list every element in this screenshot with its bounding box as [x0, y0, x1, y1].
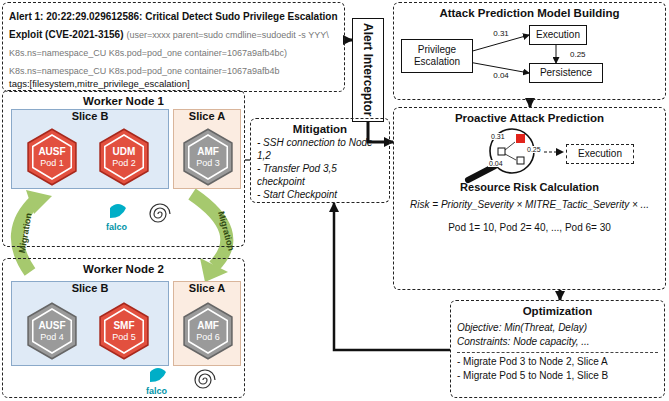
- connector-arrow: [334, 203, 450, 350]
- connector-arrow: [529, 100, 532, 107]
- section-box: OptimizationObjective: Min(Threat, Delay…: [450, 300, 665, 398]
- worker-node: Worker Node 2Slice BAUSFPod 4SMFPod 5Sli…: [2, 258, 245, 398]
- section-box: Mitigation- SSH connection to Node 1,2- …: [250, 118, 390, 203]
- logo-text: falco: [146, 386, 167, 396]
- connector-arrow: [345, 39, 352, 42]
- node-text: Pod 4: [40, 332, 64, 343]
- hexagon-outline: [182, 128, 234, 186]
- spiral-icon: [195, 370, 215, 388]
- edge-label: 0.25: [569, 50, 587, 59]
- node-title: Slice B: [12, 282, 168, 295]
- section-box: Proactive Attack PredictionResource Risk…: [393, 107, 666, 290]
- mini-arrow: [505, 154, 516, 160]
- edge-label: 0.31: [492, 29, 510, 38]
- migration-arrowhead: [26, 190, 52, 214]
- pod-hexagon: AUSFPod 1: [26, 128, 78, 186]
- alert-box: Alert 1: 20:22:29.029612586: Critical De…: [2, 2, 345, 92]
- pod-hexagon: SMFPod 5: [98, 302, 150, 360]
- node-title: AUSF: [38, 146, 65, 158]
- section-box: Attack Prediction Model BuildingPrivileg…: [393, 2, 666, 100]
- hexagon-outline: [98, 302, 150, 360]
- node-text: tags:[filesystem,mitre_privilege_escalat…: [9, 78, 338, 90]
- probability-label: 0.04: [488, 160, 504, 167]
- connector-arrow: [556, 45, 557, 63]
- node-title: Persistence: [540, 67, 592, 79]
- node-title: Proactive Attack Prediction: [400, 111, 659, 125]
- logo-text: falco: [106, 222, 127, 232]
- node-text: Pod 1: [40, 158, 64, 169]
- node-title: Slice A: [174, 282, 240, 295]
- migration-arrowhead: [200, 258, 228, 282]
- magnifier-handle: [468, 166, 495, 180]
- slice-box: Slice A AMFPod 3: [173, 109, 241, 189]
- process-box: Execution: [529, 25, 587, 45]
- node-title: AMF: [197, 320, 219, 332]
- node-title: Attack Prediction Model Building: [400, 6, 659, 20]
- pod-hexagon: AMFPod 6: [182, 302, 234, 360]
- node-text: - Migrate Pod 3 to Node 2, Slice A: [457, 352, 658, 368]
- node-text: - Start Checkpoint: [257, 188, 383, 201]
- slice-box: Slice B AUSFPod 1 UDMPod 2: [11, 109, 169, 189]
- node-title: Execution: [536, 29, 580, 41]
- hexagon-outline: [26, 128, 78, 186]
- edge-label: 0.04: [492, 71, 510, 80]
- pod-hexagon: UDMPod 2: [98, 128, 150, 186]
- node-square: [517, 157, 524, 164]
- node-text: Objective: Min(Threat, Delay): [457, 321, 658, 334]
- spiral-icon: [150, 204, 170, 222]
- pod-hexagon: AMFPod 3: [182, 128, 234, 186]
- node-title: Worker Node 2: [9, 262, 238, 276]
- node-title: Optimization: [457, 304, 658, 318]
- pod-hexagon: AUSFPod 4: [26, 302, 78, 360]
- node-text: Constraints: Node capacity, ...: [457, 335, 658, 348]
- probability-label: 0.31: [490, 133, 506, 140]
- node-title: SMF: [113, 320, 134, 332]
- node-title: Slice B: [12, 110, 168, 123]
- node-text: - Migrate Pod 5 to Node 1, Slice B: [457, 369, 658, 382]
- node-title: Worker Node 1: [9, 94, 238, 108]
- node-text: Pod 3: [196, 158, 220, 169]
- connector-arrow: [559, 290, 562, 300]
- slice-box: Slice B AUSFPod 4 SMFPod 5: [11, 281, 169, 366]
- node-title: Mitigation: [257, 122, 383, 136]
- node-title: Slice A: [174, 110, 240, 123]
- node-text: Pod 2: [112, 158, 136, 169]
- process-box: Privilege Escalation: [401, 39, 473, 73]
- node-title: UDM: [113, 146, 136, 158]
- node-text: Resource Risk Calculation: [400, 181, 659, 194]
- node-text: Pod 6: [196, 332, 220, 343]
- node-title: Execution: [578, 148, 622, 160]
- node-text: - Transfer Pod 3,5 checkpoint: [257, 162, 383, 188]
- hexagon-outline: [26, 302, 78, 360]
- probability-label: 0.25: [526, 146, 542, 153]
- predicted-box: Execution: [566, 144, 634, 164]
- node-text: Pod 1= 10, Pod 2= 40, ..., Pod 6= 30: [400, 221, 659, 234]
- node-text: Risk = Priority_Severity × MITRE_Tactic_…: [400, 198, 659, 211]
- falco-icon: [110, 204, 126, 218]
- hexagon-outline: [182, 302, 234, 360]
- node-text: Pod 5: [112, 332, 136, 343]
- node-square: [516, 134, 525, 143]
- node-title: Alert Interceptor: [361, 23, 375, 116]
- process-box: Persistence: [529, 63, 603, 83]
- mini-arrow: [505, 142, 515, 150]
- node-title: Privilege Escalation: [405, 44, 469, 68]
- node-text: - SSH connection to Node 1,2: [257, 136, 383, 162]
- hexagon-outline: [98, 128, 150, 186]
- falco-icon: [150, 368, 166, 382]
- slice-box: Slice A AMFPod 6: [173, 281, 241, 366]
- node-square: [498, 148, 505, 155]
- interceptor-box: Alert Interceptor: [352, 18, 384, 122]
- node-title: AUSF: [38, 320, 65, 332]
- node-title: AMF: [197, 146, 219, 158]
